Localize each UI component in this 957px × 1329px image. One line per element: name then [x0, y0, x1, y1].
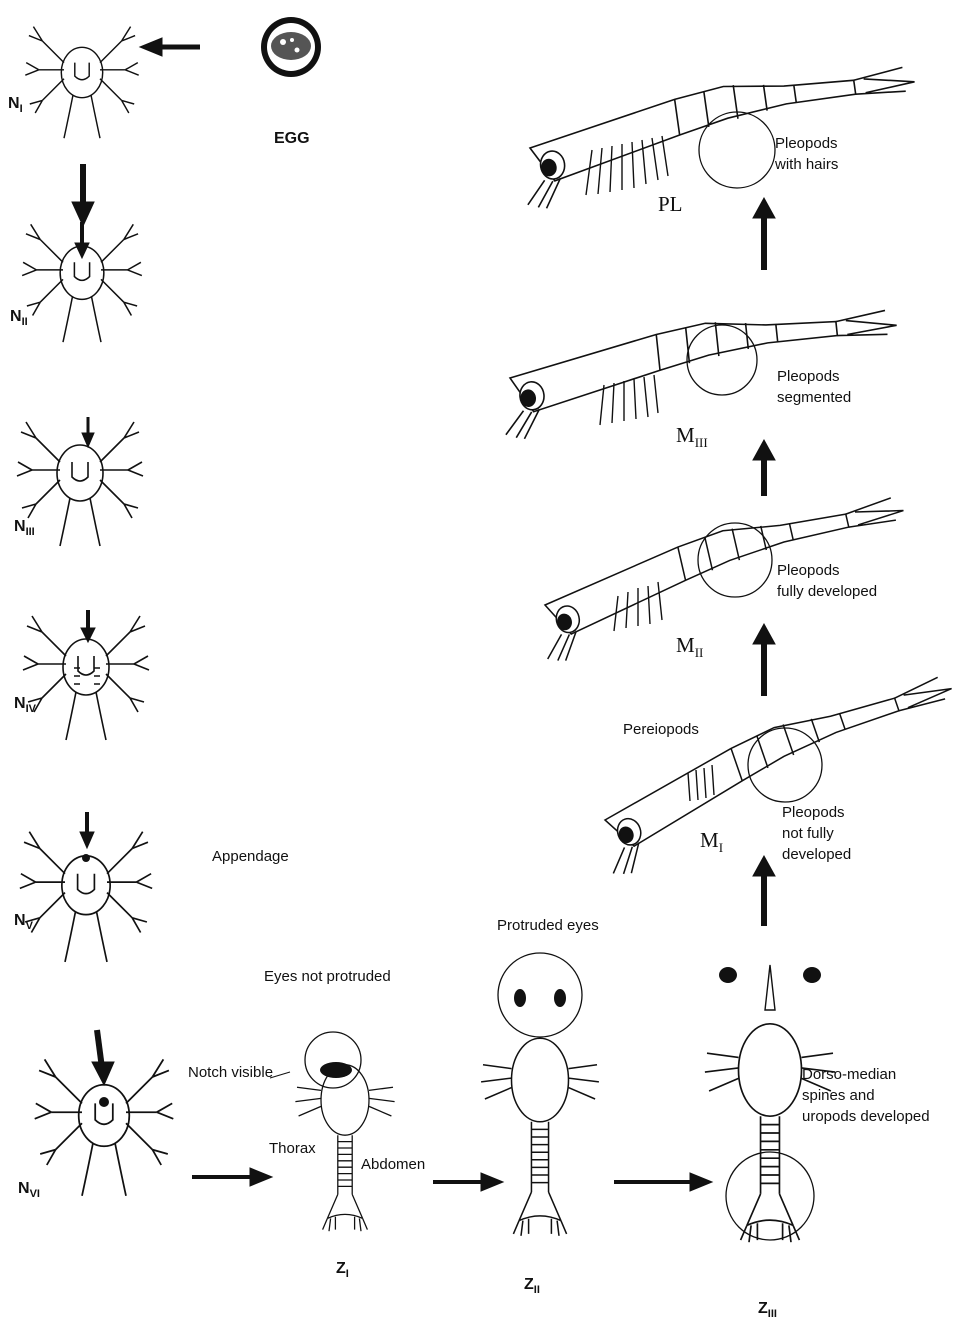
stage-label-n4: NIV: [14, 695, 36, 715]
stage-label-n6: NVI: [18, 1180, 40, 1200]
arrow-m2-to-m3: [753, 440, 775, 496]
arrow-z1-to-z2: [433, 1173, 503, 1191]
stage-label-m3: MIII: [676, 423, 708, 451]
label-pleopods-not-fully: Pleopods not fully developed: [782, 802, 851, 865]
label-dorso-median: Dorso-median spines and uropods develope…: [802, 1064, 930, 1127]
label-appendage: Appendage: [212, 846, 289, 867]
egg-label: EGG: [274, 130, 310, 148]
mysis-stage-1: [586, 669, 957, 879]
arrow-n4: [81, 610, 95, 642]
arrow-n1-to-n2: [72, 164, 94, 226]
label-thorax: Thorax: [269, 1138, 316, 1159]
stage-label-z3: ZIII: [758, 1300, 777, 1320]
arrow-n6: [92, 1030, 114, 1085]
stage-label-pl: PL: [658, 192, 683, 217]
label-abdomen: Abdomen: [361, 1154, 425, 1175]
stage-label-z1: ZI: [336, 1260, 349, 1280]
zoea-stage-2: [481, 953, 599, 1236]
egg-illustration: [261, 17, 321, 77]
label-eyes-not-protruded: Eyes not protruded: [264, 966, 391, 987]
stage-label-m2: MII: [676, 633, 703, 661]
arrow-m1-to-m2: [753, 624, 775, 696]
postlarva-stage: [515, 60, 924, 211]
arrow-z2-to-z3: [614, 1173, 712, 1191]
stage-label-m1: MI: [700, 828, 723, 856]
arrow-n5: [80, 812, 94, 848]
label-pleopods-segmented: Pleopods segmented: [777, 366, 851, 408]
arrow-m3-to-pl: [753, 198, 775, 270]
stage-label-n2: NII: [10, 308, 28, 328]
stage-label-n3: NIII: [14, 518, 35, 538]
label-pereiopods: Pereiopods: [623, 719, 699, 740]
label-notch-visible: Notch visible: [188, 1062, 273, 1083]
arrow-z3-to-m1: [753, 856, 775, 926]
label-pleopods-fully: Pleopods fully developed: [777, 560, 877, 602]
nauplius-stage-1: [25, 27, 138, 139]
arrow-egg-to-n1: [140, 38, 200, 56]
label-pleopods-hairs: Pleopods with hairs: [775, 133, 838, 175]
nauplius-stage-5: [20, 832, 152, 962]
stage-label-z2: ZII: [524, 1276, 540, 1296]
stage-label-n5: NV: [14, 912, 33, 932]
stage-label-n1: NI: [8, 95, 23, 115]
arrow-n3: [82, 417, 94, 447]
label-protruded-eyes: Protruded eyes: [497, 915, 599, 936]
zoea-stage-1: [295, 1032, 394, 1231]
nauplius-stage-3: [17, 422, 143, 546]
arrow-n6-to-z1: [192, 1168, 272, 1186]
